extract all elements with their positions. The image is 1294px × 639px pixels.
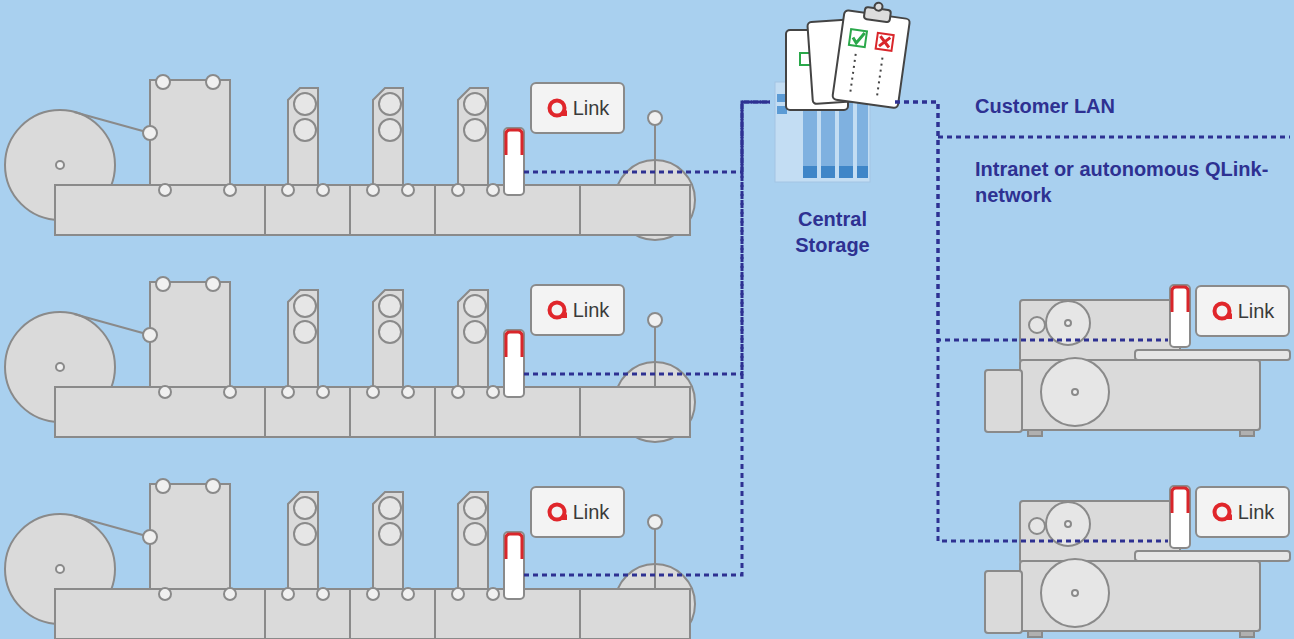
machine-node: Link xyxy=(0,75,740,237)
qlink-badge: Link xyxy=(530,486,625,538)
machine-node: Link xyxy=(985,283,1290,438)
printing-press xyxy=(5,75,695,240)
qlink-badge: Link xyxy=(1195,486,1290,538)
checklist-icon xyxy=(786,0,912,110)
qlink-badge: Link xyxy=(530,82,625,134)
finishing-machine xyxy=(985,285,1290,436)
storage-label: Central Storage xyxy=(770,206,895,258)
printing-press xyxy=(5,479,695,639)
qlink-logo xyxy=(546,299,568,321)
qlink-logo xyxy=(546,501,568,523)
machine-node: Link xyxy=(985,484,1290,639)
qlink-badge: Link xyxy=(530,284,625,336)
network-stubs xyxy=(524,137,1290,575)
finishing-machine xyxy=(985,486,1290,637)
machine-node: Link xyxy=(0,277,740,439)
printing-press xyxy=(5,277,695,442)
network-connector xyxy=(740,102,770,374)
storage-node: Central Storage xyxy=(770,78,895,258)
badge-label: Link xyxy=(1238,501,1275,524)
machine-node: Link xyxy=(0,479,740,639)
network-connector xyxy=(895,102,985,541)
network-connector xyxy=(740,102,770,575)
qlink-logo xyxy=(1211,501,1233,523)
network-connector xyxy=(895,102,985,340)
network-connector xyxy=(740,102,770,172)
qlink-logo xyxy=(1211,300,1233,322)
network-label: Customer LAN xyxy=(975,93,1275,119)
network-label: Intranet or autonomous QLink-network xyxy=(975,156,1275,208)
badge-label: Link xyxy=(573,501,610,524)
badge-label: Link xyxy=(573,97,610,120)
badge-label: Link xyxy=(573,299,610,322)
qlink-badge: Link xyxy=(1195,285,1290,337)
qlink-logo xyxy=(546,97,568,119)
badge-label: Link xyxy=(1238,300,1275,323)
